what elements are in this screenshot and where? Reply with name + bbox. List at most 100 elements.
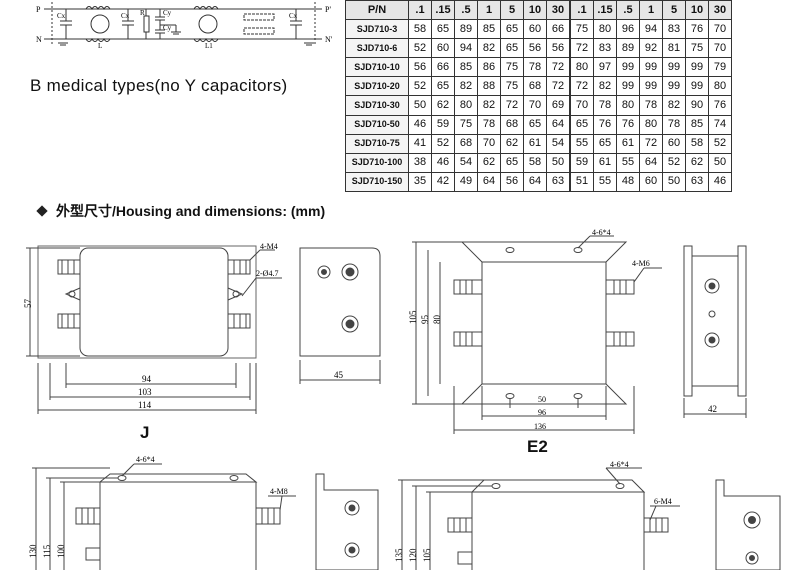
table-cell-value: 60 (431, 38, 455, 59)
dim-j-57: 57 (23, 299, 33, 309)
dim-e2-136: 136 (534, 422, 546, 431)
table-cell-pn: SJD710-3 (345, 19, 409, 40)
table-cell-value: 58 (523, 152, 547, 173)
table-cell-value: 85 (477, 19, 501, 40)
drawing-e2-front: 105 95 80 50 96 136 4-6*4 4-M6 (408, 228, 662, 434)
note-c-m8: 4-M8 (270, 487, 288, 496)
terminal-n-out: N' (325, 35, 333, 44)
table-cell-value: 52 (708, 133, 732, 154)
note-d-holes: 4-6*4 (610, 460, 629, 469)
table-cell-pn: SJD710-30 (345, 95, 409, 116)
note-j-m4: 4-M4 (260, 242, 278, 251)
section-title-text: 外型尺寸/Housing and dimensions: (mm) (56, 203, 326, 219)
table-cell-value: 88 (477, 76, 501, 97)
table-header-freq: .1 (569, 0, 594, 21)
table-cell-value: 52 (408, 76, 432, 97)
table-cell-value: 64 (639, 152, 663, 173)
table-cell-value: 64 (546, 114, 571, 135)
drawing-c-front: 130 115 100 4-6*4 4-M8 (28, 455, 296, 570)
table-cell-value: 65 (500, 19, 524, 40)
table-cell-value: 61 (616, 133, 640, 154)
table-cell-value: 50 (662, 171, 686, 192)
drawing-j-front: 57 94 103 114 4-M4 2-Ø4.7 (23, 242, 282, 414)
table-cell-value: 75 (500, 57, 524, 78)
table-cell-value: 75 (454, 114, 478, 135)
dim-d-120: 120 (408, 548, 418, 562)
table-header-freq: 1 (639, 0, 663, 21)
table-cell-value: 48 (616, 171, 640, 192)
table-cell-value: 94 (454, 38, 478, 59)
table-cell-value: 65 (569, 114, 594, 135)
note-e2-m6: 4-M6 (632, 259, 650, 268)
dim-e2-95: 95 (420, 315, 430, 325)
table-cell-value: 90 (685, 95, 709, 116)
table-cell-value: 80 (639, 114, 663, 135)
table-header-freq: .1 (408, 0, 432, 21)
table-cell-value: 89 (616, 38, 640, 59)
table-cell-value: 78 (639, 95, 663, 116)
table-cell-value: 50 (546, 152, 571, 173)
table-cell-value: 69 (546, 95, 571, 116)
label-r: R (140, 9, 145, 17)
table-cell-value: 65 (500, 152, 524, 173)
table-cell-value: 78 (593, 95, 617, 116)
table-cell-value: 74 (708, 114, 732, 135)
section-title: 外型尺寸/Housing and dimensions: (mm) (36, 201, 326, 221)
table-cell-value: 86 (477, 57, 501, 78)
drawing-d-side (715, 479, 781, 570)
table-cell-value: 76 (685, 19, 709, 40)
table-cell-value: 79 (708, 57, 732, 78)
table-cell-value: 99 (662, 76, 686, 97)
diamond-bullet-icon (36, 205, 48, 217)
table-cell-value: 58 (408, 19, 432, 40)
table-cell-value: 62 (685, 152, 709, 173)
table-cell-value: 52 (431, 133, 455, 154)
table-cell-value: 62 (500, 133, 524, 154)
table-cell-value: 75 (500, 76, 524, 97)
table-cell-value: 38 (408, 152, 432, 173)
table-cell-value: 70 (523, 95, 547, 116)
table-cell-value: 66 (431, 57, 455, 78)
table-cell-value: 46 (431, 152, 455, 173)
label-l1: L1 (205, 42, 213, 50)
table-cell-value: 76 (616, 114, 640, 135)
drawing-e2-side: 42 (683, 245, 747, 418)
table-cell-value: 46 (708, 171, 732, 192)
table-header-pn: P/N (345, 0, 409, 21)
table-cell-value: 99 (616, 57, 640, 78)
table-header-freq: 5 (662, 0, 686, 21)
table-cell-value: 70 (477, 133, 501, 154)
table-cell-value: 99 (662, 57, 686, 78)
table-cell-value: 60 (523, 19, 547, 40)
table-cell-pn: SJD710-150 (345, 171, 409, 192)
table-cell-value: 97 (593, 57, 617, 78)
table-cell-value: 42 (431, 171, 455, 192)
table-cell-value: 82 (477, 95, 501, 116)
terminal-p: P (36, 5, 41, 14)
table-cell-value: 80 (569, 57, 594, 78)
table-cell-value: 83 (662, 19, 686, 40)
table-cell-value: 70 (708, 19, 732, 40)
table-cell-value: 99 (639, 76, 663, 97)
label-cx2: Cx (121, 12, 130, 20)
table-cell-value: 78 (477, 114, 501, 135)
table-cell-value: 68 (523, 76, 547, 97)
table-cell-value: 46 (408, 114, 432, 135)
table-cell-value: 76 (708, 95, 732, 116)
table-cell-value: 61 (593, 152, 617, 173)
circuit-schematic: P N P' N' Cx Cx R Cy Cy L L1 Cx (36, 2, 333, 50)
table-cell-value: 55 (593, 171, 617, 192)
table-header-freq: 30 (546, 0, 571, 21)
table-cell-pn: SJD710-75 (345, 133, 409, 154)
label-e2: E2 (527, 437, 548, 456)
table-cell-value: 78 (662, 114, 686, 135)
dim-e2-80: 80 (432, 315, 442, 325)
dim-j-94: 94 (142, 374, 152, 384)
dim-c-100: 100 (56, 544, 66, 558)
